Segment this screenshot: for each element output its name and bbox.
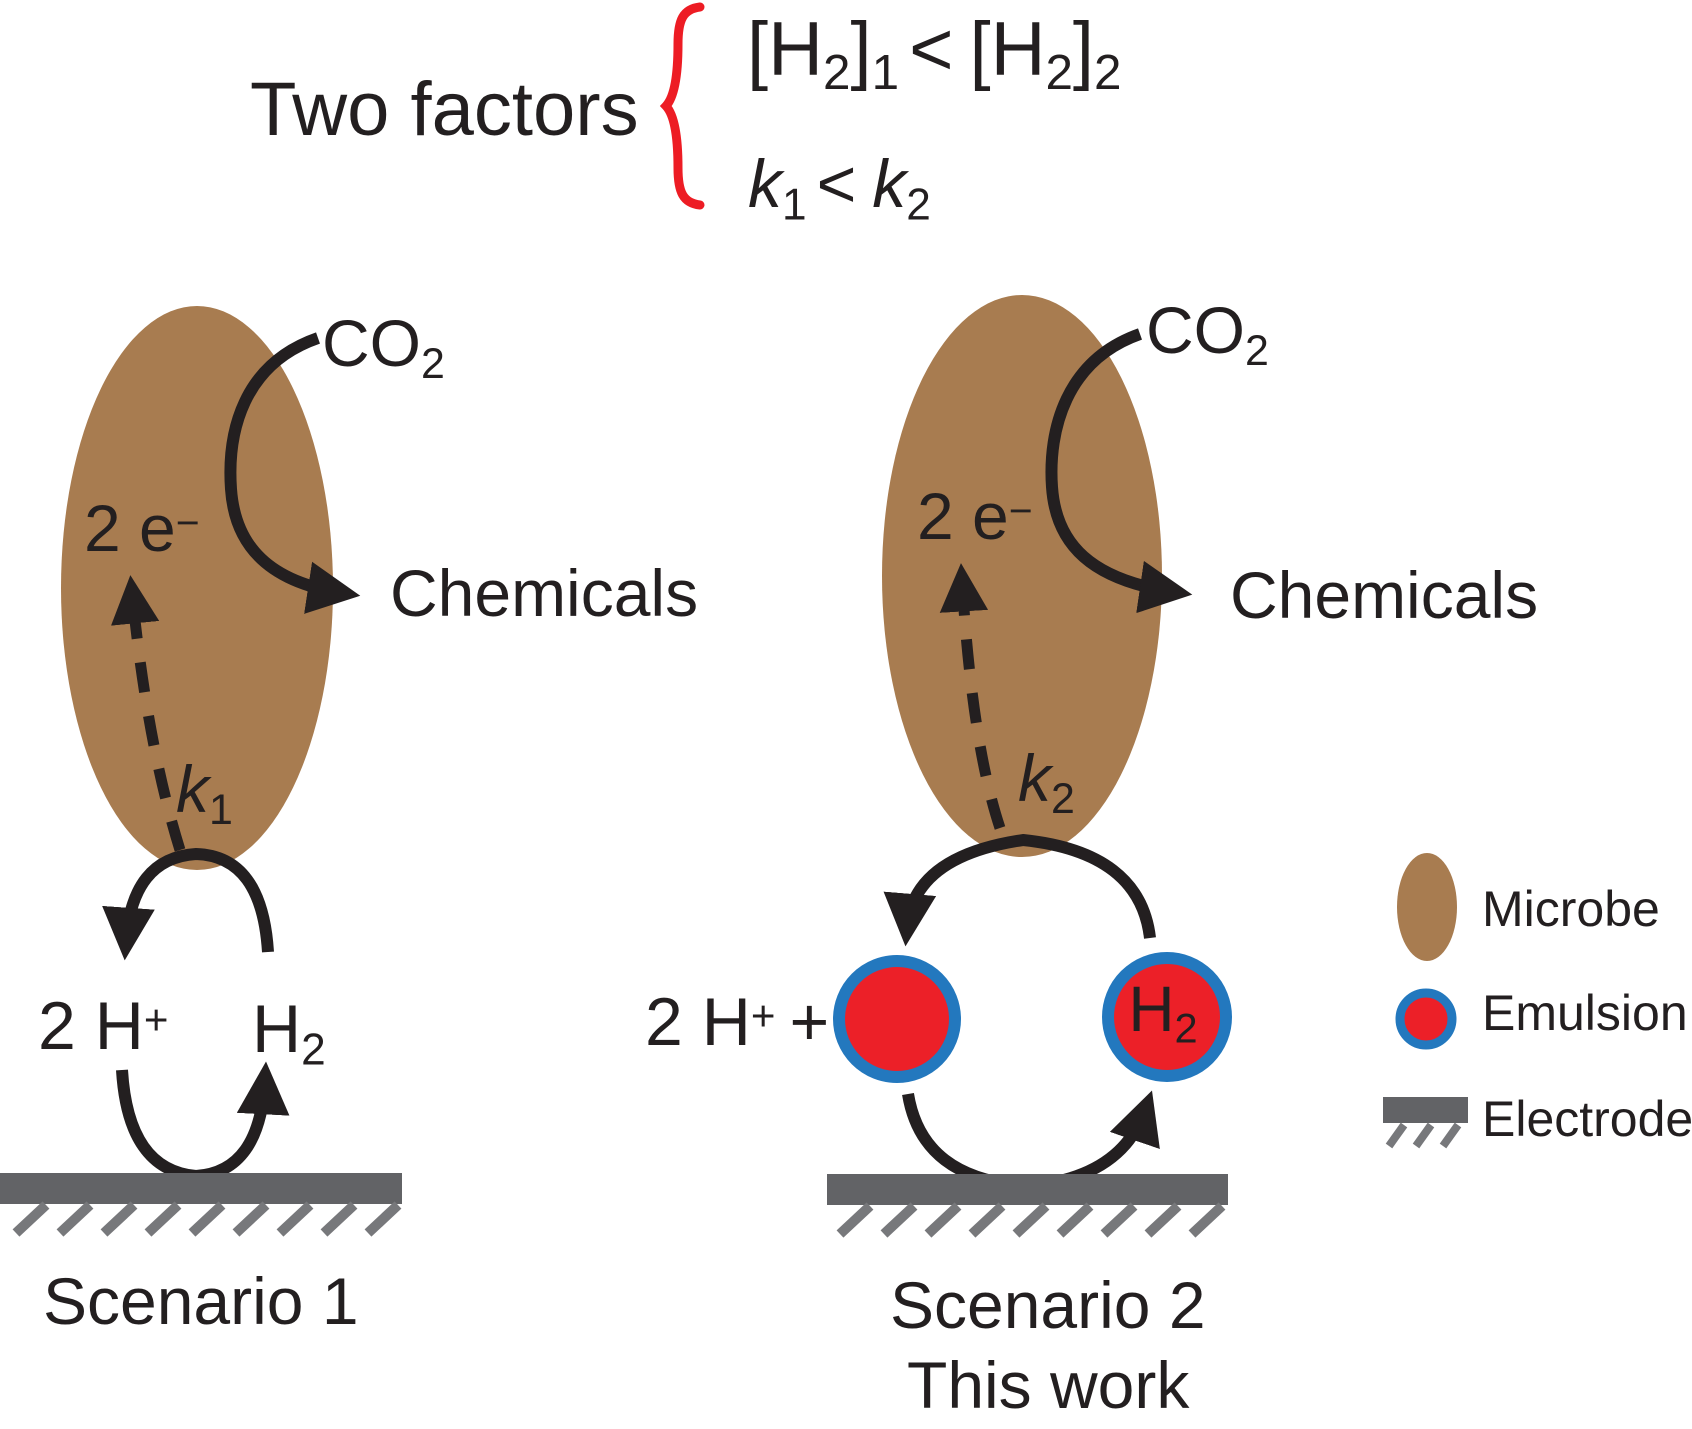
two-factors-title: Two factors — [250, 67, 639, 152]
protons-label-s2: 2 H++ — [645, 984, 830, 1060]
emulsion-droplet-empty — [833, 955, 961, 1083]
electrode-s2 — [827, 1174, 1228, 1238]
legend-emulsion-label: Emulsion — [1482, 985, 1688, 1041]
emulsion-droplet-h2 — [1102, 952, 1232, 1082]
cycle-bottom-arc-s1 — [116, 1061, 290, 1183]
cycle-top-arc-s1 — [102, 847, 274, 961]
caption-s1: Scenario 1 — [43, 1264, 359, 1338]
factor-h2-inequality: [H2]1<[H2]2 — [747, 7, 1122, 100]
rate-constant-label-s1: k1 — [176, 752, 233, 834]
legend-emulsion-icon — [1395, 988, 1457, 1050]
chemicals-label-s1: Chemicals — [390, 556, 699, 630]
rate-constant-label-s2: k2 — [1018, 741, 1075, 823]
co2-to-chemicals-arrow-s2 — [1045, 328, 1193, 614]
co2-label-s2: CO2 — [1146, 293, 1269, 375]
caption-s2: Scenario 2 — [890, 1268, 1206, 1342]
microbe-ellipse-s2 — [882, 295, 1162, 857]
hydrogen-label-s1: H2 — [252, 991, 326, 1075]
factor-k-inequality: k1<k2 — [748, 146, 931, 230]
co2-label-s1: CO2 — [322, 306, 445, 388]
microbe-ellipse-s1 — [61, 306, 333, 870]
chemicals-label-s2: Chemicals — [1230, 558, 1539, 632]
electrons-label-s1: 2 e− — [84, 491, 200, 565]
electrons-label-s2: 2 e− — [917, 479, 1033, 553]
legend-electrode-label: Electrode — [1482, 1091, 1692, 1147]
legend-microbe-label: Microbe — [1482, 881, 1660, 937]
legend-electrode-icon — [1383, 1097, 1468, 1149]
electron-dashed-arrow-s1 — [111, 575, 186, 852]
cycle-top-arc-s2 — [883, 833, 1156, 947]
electron-dashed-arrow-s2 — [939, 563, 1006, 830]
cycle-bottom-arc-s2 — [902, 1090, 1160, 1193]
subcaption-s2: This work — [907, 1348, 1190, 1422]
brace-icon — [659, 2, 705, 210]
legend-microbe-icon — [1397, 853, 1457, 961]
hydrogen-label-s2: H2 — [1128, 972, 1198, 1052]
co2-to-chemicals-arrow-s1 — [224, 332, 361, 614]
electrode-s1 — [0, 1173, 402, 1237]
protons-label-s1: 2 H+ — [38, 988, 169, 1064]
